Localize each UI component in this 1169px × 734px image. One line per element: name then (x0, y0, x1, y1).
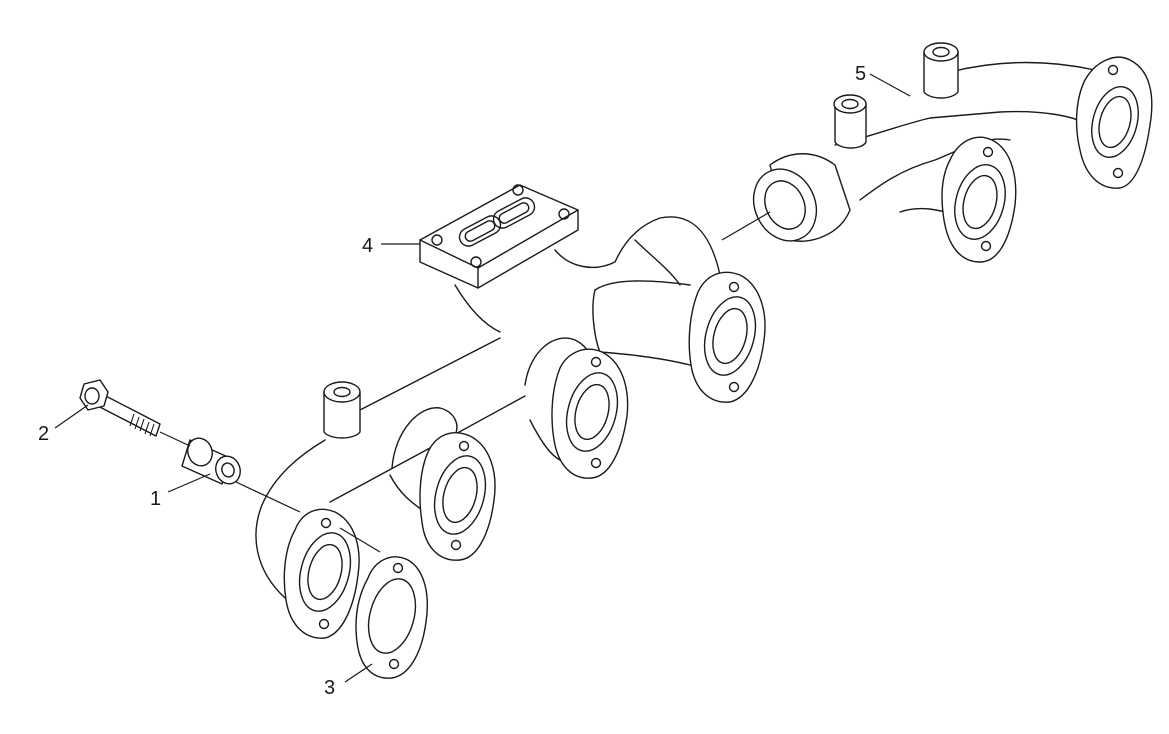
turbo-flange (419, 184, 579, 289)
port-flange-2 (419, 432, 496, 561)
callout-label-3: 3 (324, 677, 335, 699)
port-flange-5 (941, 136, 1017, 263)
flange-bolt (79, 379, 161, 437)
callout-label-2: 2 (38, 423, 49, 445)
port-flange-4 (688, 271, 766, 403)
assembly-line-4 (339, 527, 381, 553)
boss-rear-2 (923, 42, 959, 99)
callout-label-5: 5 (855, 63, 866, 85)
callout-label-4: 4 (362, 235, 373, 257)
boss-rear-1 (833, 94, 867, 149)
callout-5: 5 (855, 63, 911, 97)
callout-4: 4 (362, 235, 420, 257)
port-flange-6 (1075, 56, 1153, 189)
front-manifold-section (255, 184, 766, 639)
assembly-line-1 (721, 211, 771, 241)
port-flange-3 (551, 348, 629, 479)
callout-label-1: 1 (150, 488, 161, 510)
assembly-line-2 (159, 431, 191, 447)
callout-2: 2 (38, 404, 89, 445)
callout-3: 3 (324, 663, 373, 699)
assembly-line-3 (235, 481, 301, 513)
boss-front (323, 381, 361, 439)
spacer-sleeve (181, 437, 241, 485)
callout-1: 1 (150, 473, 211, 510)
rear-manifold-section (752, 42, 1153, 263)
gasket (355, 556, 428, 679)
port-flange-1 (283, 508, 360, 639)
